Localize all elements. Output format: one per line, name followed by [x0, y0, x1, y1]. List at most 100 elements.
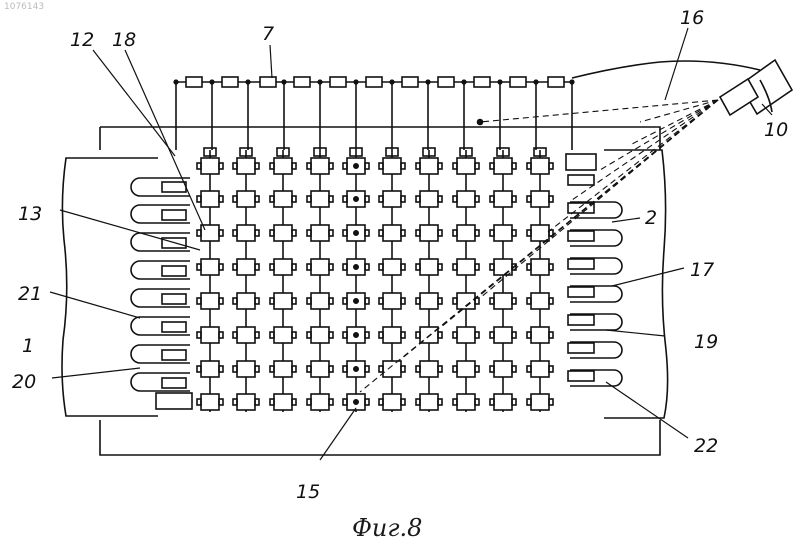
right-finger-slot [568, 175, 594, 185]
left-finger-slot [162, 350, 186, 360]
focus-point [478, 120, 483, 125]
cell-element [494, 191, 512, 207]
cell-contact-left [307, 264, 311, 270]
cell-contact-right [475, 163, 479, 169]
resistor [222, 77, 238, 87]
cell-contact-right [219, 366, 223, 372]
cell-contact-right [365, 399, 369, 405]
cell-contact-right [549, 298, 553, 304]
cell-element [457, 191, 475, 207]
cell-contact-right [438, 264, 442, 270]
reference-numeral-1: 1 [22, 335, 34, 357]
cell-contact-right [512, 163, 516, 169]
cell-element [531, 293, 549, 309]
cell-contact-right [549, 366, 553, 372]
figure-drawing [50, 28, 792, 460]
cell-element [420, 225, 438, 241]
cell-contact-left [307, 196, 311, 202]
cell-element [494, 259, 512, 275]
cell-contact-left [490, 399, 494, 405]
cell-contact-left [197, 298, 201, 304]
left-finger-slot [162, 266, 186, 276]
cell-contact-left [527, 196, 531, 202]
cell-contact-left [416, 163, 420, 169]
cell-contact-right [292, 332, 296, 338]
cell-contact-left [307, 332, 311, 338]
cell-contact-right [401, 298, 405, 304]
cell-contact-right [219, 298, 223, 304]
cell-contact-right [475, 332, 479, 338]
cell-contact-left [527, 264, 531, 270]
right-finger-loop [570, 286, 622, 302]
cell-contact-left [527, 366, 531, 372]
leader-line [93, 50, 175, 156]
resistor [330, 77, 346, 87]
cell-contact-left [233, 163, 237, 169]
cell-contact-left [270, 196, 274, 202]
cell-element [311, 225, 329, 241]
cell-element [383, 158, 401, 174]
cell-contact-right [401, 366, 405, 372]
cell-element [201, 191, 219, 207]
cell-element [420, 259, 438, 275]
right-finger-slot [568, 231, 594, 241]
cell-contact-right [255, 163, 259, 169]
cell-contact-left [379, 298, 383, 304]
cell-contact-right [512, 399, 516, 405]
cell-contact-right [401, 332, 405, 338]
cell-contact-right [438, 366, 442, 372]
cell-contact-right [329, 264, 333, 270]
cell-element [237, 259, 255, 275]
left-finger-slot [162, 182, 186, 192]
cell-element [494, 361, 512, 377]
cell-element [274, 225, 292, 241]
cell-element [457, 259, 475, 275]
cell-contact-right [438, 196, 442, 202]
cell-contact-right [329, 399, 333, 405]
cell-element [457, 327, 475, 343]
cell-contact-right [255, 366, 259, 372]
cell-contact-right [255, 399, 259, 405]
cell-contact-left [490, 230, 494, 236]
cell-element [311, 158, 329, 174]
cell-contact-left [416, 298, 420, 304]
cell-contact-right [292, 264, 296, 270]
tap-junction-dot [498, 80, 502, 84]
cell-contact-left [416, 366, 420, 372]
right-finger-slot [568, 343, 594, 353]
cell-element [201, 327, 219, 343]
tap-junction-dot [210, 80, 214, 84]
reference-numeral-13: 13 [18, 203, 42, 225]
cell-element [311, 394, 329, 410]
cell-element [531, 259, 549, 275]
cell-contact-right [255, 230, 259, 236]
cell-element [420, 191, 438, 207]
cell-contact-left [379, 264, 383, 270]
cell-contact-right [329, 366, 333, 372]
cell-contact-right [365, 332, 369, 338]
cell-contact-right [219, 230, 223, 236]
cell-contact-right [438, 163, 442, 169]
cell-contact-left [379, 366, 383, 372]
cell-contact-left [453, 332, 457, 338]
reference-numeral-2: 2 [645, 207, 657, 229]
cell-element [237, 158, 255, 174]
cell-element [311, 259, 329, 275]
cell-contact-left [233, 366, 237, 372]
right-finger-slot [568, 315, 594, 325]
left-finger-slot [162, 210, 186, 220]
cell-contact-left [453, 366, 457, 372]
cell-contact-left [416, 399, 420, 405]
cell-element [237, 293, 255, 309]
cell-element [420, 158, 438, 174]
leader-line [612, 218, 640, 222]
cell-element [311, 361, 329, 377]
cell-contact-left [527, 332, 531, 338]
cell-contact-left [527, 399, 531, 405]
light-ray [600, 100, 718, 170]
leader-line [665, 28, 688, 100]
cell-contact-left [343, 264, 347, 270]
cell-contact-right [365, 196, 369, 202]
reference-numeral-18: 18 [112, 29, 136, 51]
